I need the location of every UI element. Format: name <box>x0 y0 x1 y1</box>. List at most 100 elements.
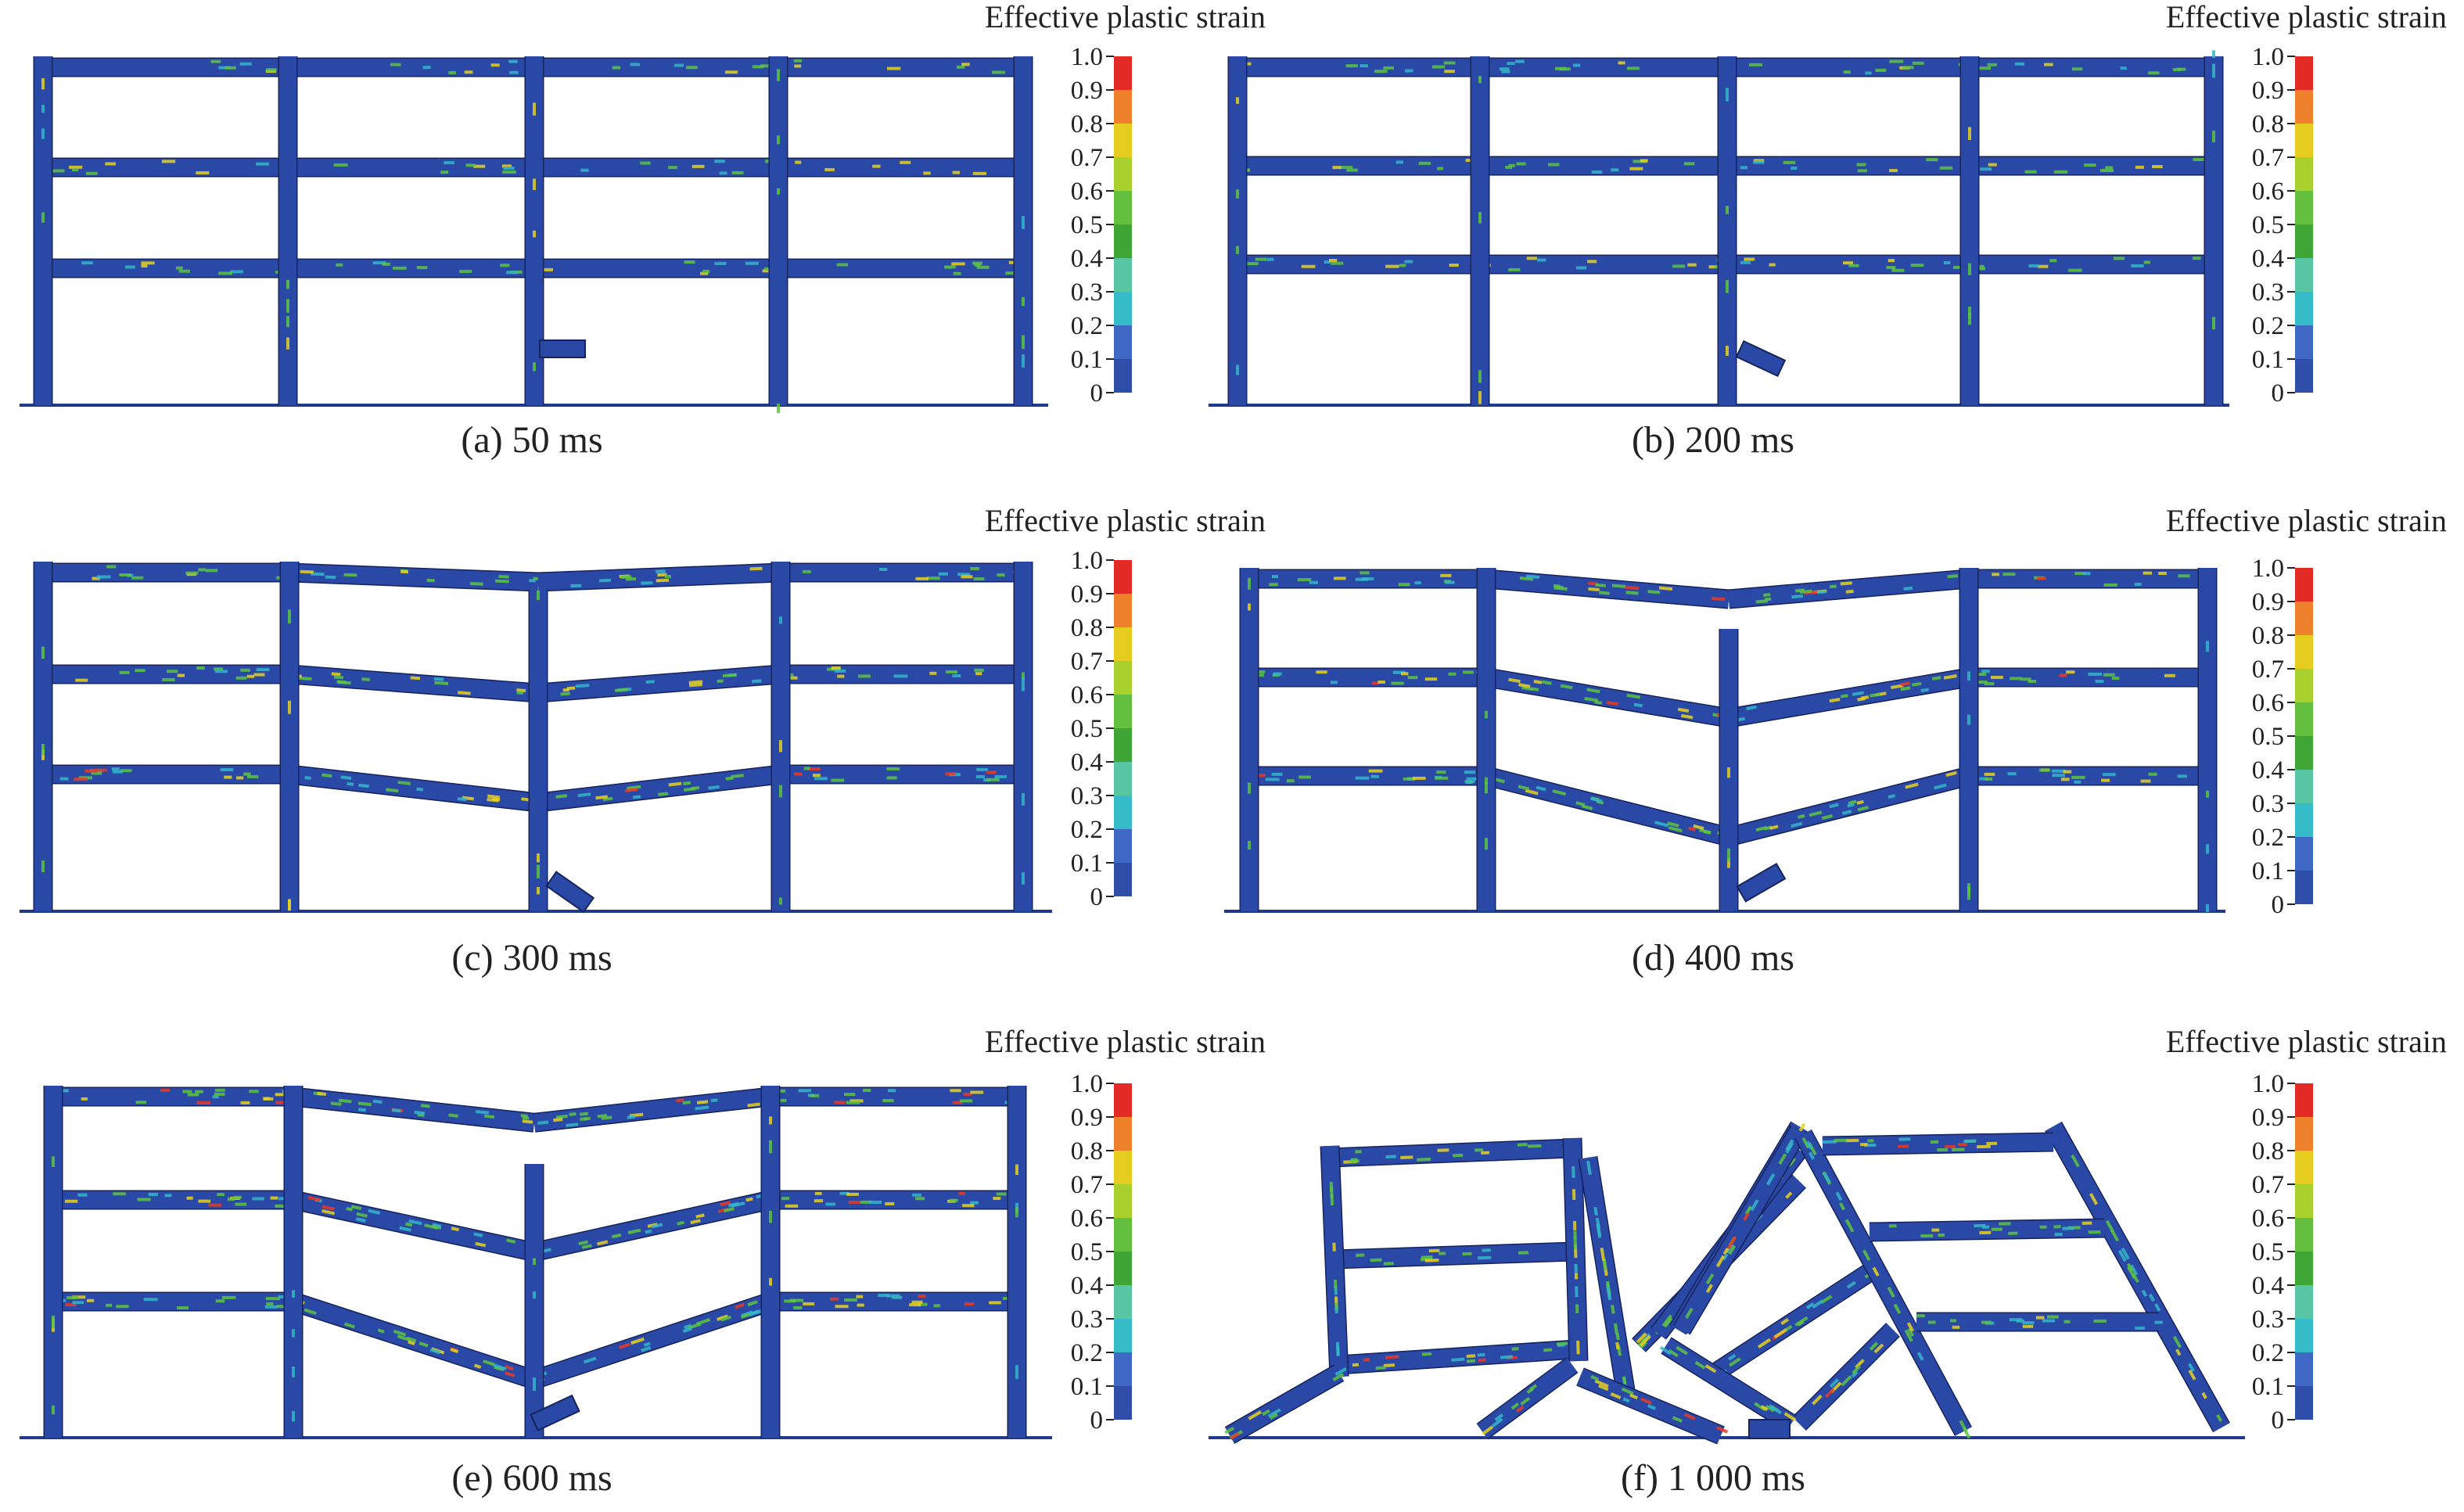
strain-mark <box>1926 158 1938 162</box>
strain-mark <box>1704 1364 1717 1374</box>
strain-mark <box>2020 677 2031 681</box>
strain-mark <box>2135 1326 2145 1330</box>
strain-mark <box>529 579 536 583</box>
strain-mark <box>1744 1205 1752 1216</box>
strain-mark <box>2141 1289 2148 1298</box>
strain-mark <box>1765 1173 1776 1186</box>
colorbar-segment <box>2295 191 2313 224</box>
strain-mark <box>1769 263 1776 267</box>
strain-mark <box>1370 1258 1382 1262</box>
colorbar-segment <box>1114 796 1132 829</box>
colorbar-segment <box>1114 258 1132 292</box>
strain-mark <box>1421 1255 1433 1259</box>
strain-mark <box>1418 161 1431 165</box>
strain-mark <box>1712 596 1726 602</box>
strain-mark <box>1780 1318 1790 1326</box>
strain-mark <box>1573 1230 1577 1238</box>
strain-mark <box>2010 677 2022 681</box>
strain-mark <box>2148 772 2157 776</box>
strain-mark <box>502 170 516 174</box>
strain-mark <box>66 1296 79 1300</box>
strain-mark <box>1905 782 1919 789</box>
strain-mark <box>1963 1139 1976 1144</box>
strain-mark <box>265 68 277 72</box>
strain-mark <box>779 785 782 798</box>
strain-mark <box>224 66 236 70</box>
strain-mark <box>714 261 727 265</box>
strain-mark <box>1015 1164 1018 1176</box>
strain-mark <box>1611 168 1619 172</box>
strain-mark <box>1845 1138 1859 1143</box>
strain-mark <box>1385 1355 1399 1359</box>
strain-mark <box>457 797 467 802</box>
strain-mark <box>1873 1343 1884 1354</box>
strain-mark <box>286 316 289 328</box>
strain-mark <box>1622 1376 1627 1385</box>
legend-tick-label: 1.0 <box>1071 547 1103 575</box>
strain-mark <box>2143 260 2150 264</box>
strain-mark <box>1843 70 1851 74</box>
strain-mark <box>1466 777 1478 781</box>
colorbar-segment <box>1114 1184 1132 1218</box>
strain-mark <box>1888 794 1896 799</box>
strain-mark <box>1647 590 1661 594</box>
strain-mark <box>2028 679 2037 683</box>
strain-mark <box>504 1365 514 1371</box>
strain-mark <box>84 769 97 773</box>
strain-mark <box>475 1241 487 1248</box>
strain-mark <box>1445 580 1455 584</box>
legend-tick-label: 0.8 <box>2252 1137 2284 1165</box>
strain-mark <box>537 864 540 878</box>
strain-mark <box>256 162 270 166</box>
strain-mark <box>1464 780 1475 784</box>
strain-mark <box>321 773 332 778</box>
strain-mark <box>390 63 401 66</box>
blast-debris <box>539 339 586 358</box>
strain-mark <box>2008 1231 2018 1235</box>
legend-tick-label: 0.4 <box>2252 245 2284 273</box>
strain-mark <box>848 1200 861 1204</box>
strain-mark <box>1945 1144 1956 1149</box>
strain-mark <box>2188 1363 2195 1372</box>
strain-mark <box>92 576 100 580</box>
strain-mark <box>1979 777 1988 781</box>
strain-mark <box>962 1204 975 1208</box>
strain-mark <box>161 160 176 163</box>
strain-mark <box>1598 1384 1609 1392</box>
strain-mark <box>1586 688 1600 694</box>
strain-mark <box>1934 783 1947 790</box>
strain-mark <box>2042 1319 2055 1323</box>
strain-mark <box>2089 1192 2099 1205</box>
colorbar-segment <box>2295 325 2313 359</box>
strain-mark <box>120 769 132 773</box>
strain-mark <box>793 59 803 63</box>
legend-tick-label: 0.8 <box>2252 622 2284 650</box>
strain-mark <box>1449 263 1459 267</box>
strain-mark <box>700 271 709 275</box>
strain-mark <box>432 1223 442 1228</box>
strain-mark <box>1417 1158 1431 1162</box>
colorbar-segment <box>1114 762 1132 796</box>
strain-mark <box>393 1329 407 1337</box>
strain-mark <box>581 1244 592 1249</box>
strain-mark <box>785 1204 799 1208</box>
strain-mark <box>1829 698 1841 703</box>
legend-tick-label: 0.8 <box>2252 110 2284 138</box>
legend-tick-label: 0.4 <box>2252 756 2284 785</box>
strain-mark <box>292 1410 295 1422</box>
strain-mark <box>1269 1413 1278 1420</box>
strain-mark <box>579 1112 589 1116</box>
strain-mark <box>1952 1147 1965 1151</box>
strain-mark <box>1560 684 1573 690</box>
strain-mark <box>1753 160 1765 164</box>
strain-mark <box>227 1198 235 1201</box>
colorbar-segment <box>2295 1218 2313 1252</box>
strain-mark <box>727 1201 739 1208</box>
strain-mark <box>1841 810 1852 815</box>
strain-mark <box>1627 66 1640 70</box>
strain-mark <box>2148 1293 2156 1302</box>
strain-mark <box>1959 1420 1968 1432</box>
strain-mark <box>989 1301 1001 1305</box>
strain-mark <box>991 70 1005 74</box>
strain-mark <box>2193 257 2201 260</box>
